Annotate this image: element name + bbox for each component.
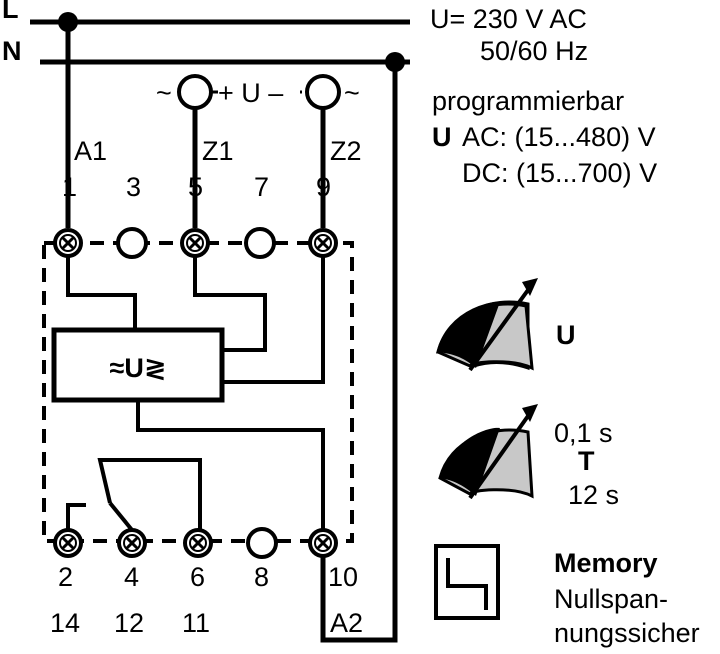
supply-frequency: 50/60 Hz [480,36,588,66]
module-label: ≈U≷ [110,353,167,383]
measure-label-bg [218,76,300,108]
programmable-heading: programmierbar [432,86,624,116]
measure-right-label: ~ [344,78,360,108]
terminal-name-Z2: Z2 [330,136,362,166]
screw-terminal-9 [308,228,338,258]
measuring-module [51,327,225,403]
label-L: L [2,0,19,24]
terminal-name-Z1: Z1 [202,136,234,166]
time-max-label: 12 s [568,480,619,510]
relay-contact-blade [108,501,134,532]
wire-A2 [320,62,398,643]
relay-contact-lever [97,458,202,530]
terminal-sub-11: 11 [182,608,210,638]
time-min-label: 0,1 s [554,418,613,448]
memory-line2: nungssicher [554,618,700,648]
time-symbol: T [578,446,595,476]
terminal-number-2: 2 [58,562,73,592]
wire-internal-Z2 [222,256,325,384]
programmable-ac-symbol: U [432,122,452,152]
measure-mid-label: + U – [218,78,283,108]
terminal-number-1: 1 [62,172,77,202]
screw-terminal-4 [117,528,147,558]
screw-terminal-6 [183,528,213,558]
wire-internal-A1 [66,256,137,330]
wire-internal-Z1 [193,256,267,352]
memory-icon [434,544,500,620]
voltage-dial-icon [436,278,538,372]
terminal-number-7: 7 [254,172,269,202]
supply-voltage: U= 230 V AC [430,4,587,34]
voltage-setting-label: U [556,320,576,350]
terminal-sub-12: 12 [114,608,144,638]
terminal-7 [244,227,276,259]
screw-terminal-10 [308,528,338,558]
terminal-number-8: 8 [254,562,269,592]
screw-terminal-5 [180,228,210,258]
screw-terminal-1 [53,228,83,258]
measure-input-right [305,74,341,110]
terminal-number-3: 3 [126,172,141,202]
terminal-name-A2: A2 [330,608,363,638]
measure-input-left [177,74,213,110]
terminal-name-A1: A1 [74,136,107,166]
terminal-number-9: 9 [316,172,331,202]
programmable-ac: AC: (15...480) V [462,122,656,152]
terminal-number-5: 5 [188,172,203,202]
time-dial-icon [438,404,538,500]
screw-terminal-2 [53,528,83,558]
relay-contact-wire [66,503,86,530]
memory-title: Memory [554,548,658,578]
measure-left-label: ~ [156,78,172,108]
terminal-8 [246,527,278,559]
memory-line1: Nullspan- [554,584,668,614]
terminal-sub-14: 14 [50,608,80,638]
wire-internal-A2 [136,400,325,530]
terminal-number-6: 6 [190,562,205,592]
programmable-dc: DC: (15...700) V [462,158,657,188]
terminal-number-4: 4 [124,562,139,592]
label-N: N [2,36,22,66]
terminal-number-10: 10 [328,562,358,592]
terminal-3 [116,227,148,259]
